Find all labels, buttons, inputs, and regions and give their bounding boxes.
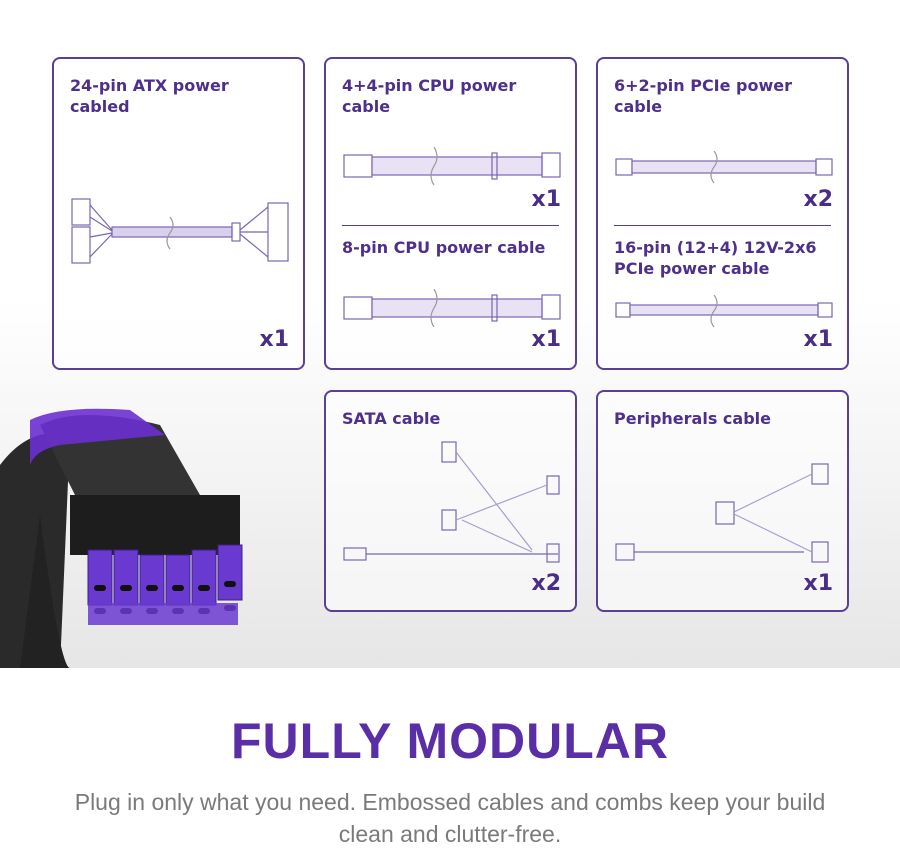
peripheral-cable-icon bbox=[615, 463, 829, 563]
card-24pin-atx: 24-pin ATX power cabled x1 bbox=[52, 57, 305, 370]
card-pcie: 6+2-pin PCIe power cable x2 16-pin (12+4… bbox=[596, 57, 849, 370]
connector-photo bbox=[0, 408, 243, 668]
12v2x6-cable-icon bbox=[615, 295, 833, 328]
card-qty: x2 bbox=[803, 187, 834, 212]
card-label: 6+2-pin PCIe power cable bbox=[614, 76, 793, 116]
atx-cable-icon bbox=[71, 198, 289, 264]
card-label: Peripherals cable bbox=[614, 409, 771, 428]
card-label-2: 8-pin CPU power cable bbox=[342, 238, 546, 257]
card-qty: x1 bbox=[259, 327, 290, 352]
cpu-cable-icon bbox=[343, 147, 561, 186]
card-qty: x2 bbox=[531, 571, 562, 596]
headline: FULLY MODULAR bbox=[231, 713, 669, 769]
card-label: 4+4-pin CPU power cable bbox=[342, 76, 517, 116]
card-label-2: 16-pin (12+4) 12V-2x6 PCIe power cable bbox=[614, 238, 817, 278]
card-label: SATA cable bbox=[342, 409, 441, 428]
sata-cable-icon bbox=[343, 441, 560, 563]
card-peripherals: Peripherals cable x1 bbox=[596, 390, 849, 612]
card-qty: x1 bbox=[803, 571, 834, 596]
divider bbox=[614, 225, 831, 226]
cpu-cable-icon bbox=[343, 289, 561, 328]
card-qty: x1 bbox=[531, 187, 562, 212]
card-label: 24-pin ATX power cabled bbox=[70, 76, 229, 116]
card-qty-2: x1 bbox=[531, 327, 562, 352]
pcie-cable-icon bbox=[615, 151, 833, 184]
card-sata: SATA cable x2 bbox=[324, 390, 577, 612]
card-cpu: 4+4-pin CPU power cable x1 8-pin CPU pow… bbox=[324, 57, 577, 370]
card-qty-2: x1 bbox=[803, 327, 834, 352]
subtitle: Plug in only what you need. Embossed cab… bbox=[74, 789, 826, 847]
divider bbox=[342, 225, 559, 226]
